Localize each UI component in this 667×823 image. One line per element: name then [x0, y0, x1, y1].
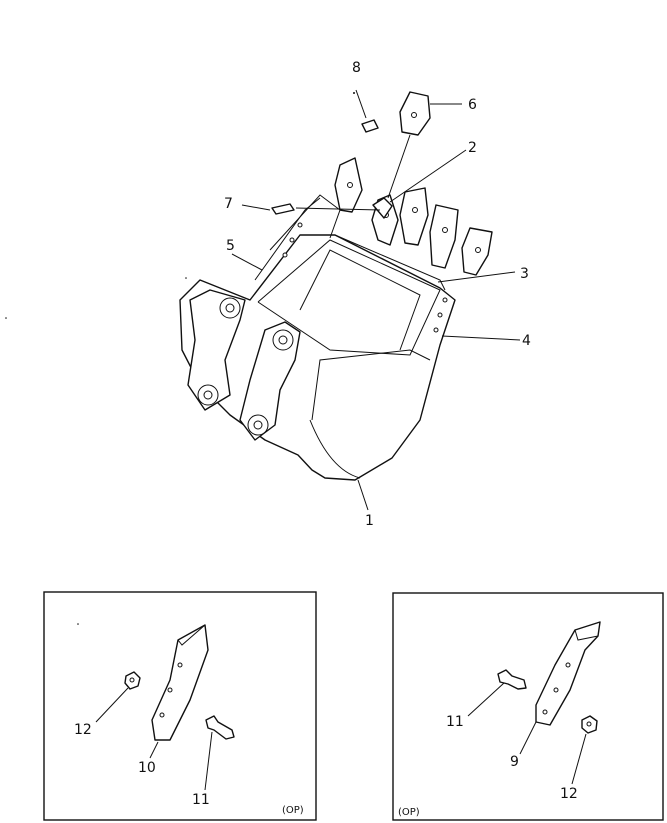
- tooth: [399, 187, 429, 246]
- callout-leaders: [231, 89, 521, 511]
- callout-1: 1: [365, 513, 374, 529]
- inset-right: 11 9 12 (OP): [392, 592, 664, 821]
- side-cutter-left: [151, 624, 209, 741]
- hinge-bracket-right: [239, 321, 301, 441]
- callout-12: 12: [560, 786, 578, 802]
- lock-part: [271, 203, 295, 215]
- callout-5: 5: [226, 238, 235, 254]
- callout-6: 6: [468, 97, 477, 113]
- bucket-teeth: [334, 157, 493, 276]
- tooth: [429, 204, 459, 269]
- callout-11: 11: [192, 792, 210, 808]
- callout-12: 12: [74, 722, 92, 738]
- inset-right-frame: [392, 592, 664, 821]
- bucket-assembly: [179, 194, 456, 481]
- op-tag-right: (OP): [398, 807, 420, 818]
- callout-9: 9: [510, 754, 519, 770]
- pin-part: [361, 119, 379, 133]
- side-cutter-right: [535, 621, 601, 726]
- callout-4: 4: [522, 333, 531, 349]
- bolt-left: [205, 715, 235, 740]
- callout-2: 2: [468, 140, 477, 156]
- tooth-adapter: [372, 197, 393, 219]
- callout-3: 3: [520, 266, 529, 282]
- inset-left: 12 10 11 (OP): [43, 591, 317, 821]
- callout-11: 11: [446, 714, 464, 730]
- callout-8: 8: [352, 60, 361, 76]
- bolt-right: [497, 669, 527, 690]
- hinge-bracket-left: [187, 289, 246, 411]
- op-tag-left: (OP): [282, 805, 304, 816]
- callout-7: 7: [224, 196, 233, 212]
- callout-10: 10: [138, 760, 156, 776]
